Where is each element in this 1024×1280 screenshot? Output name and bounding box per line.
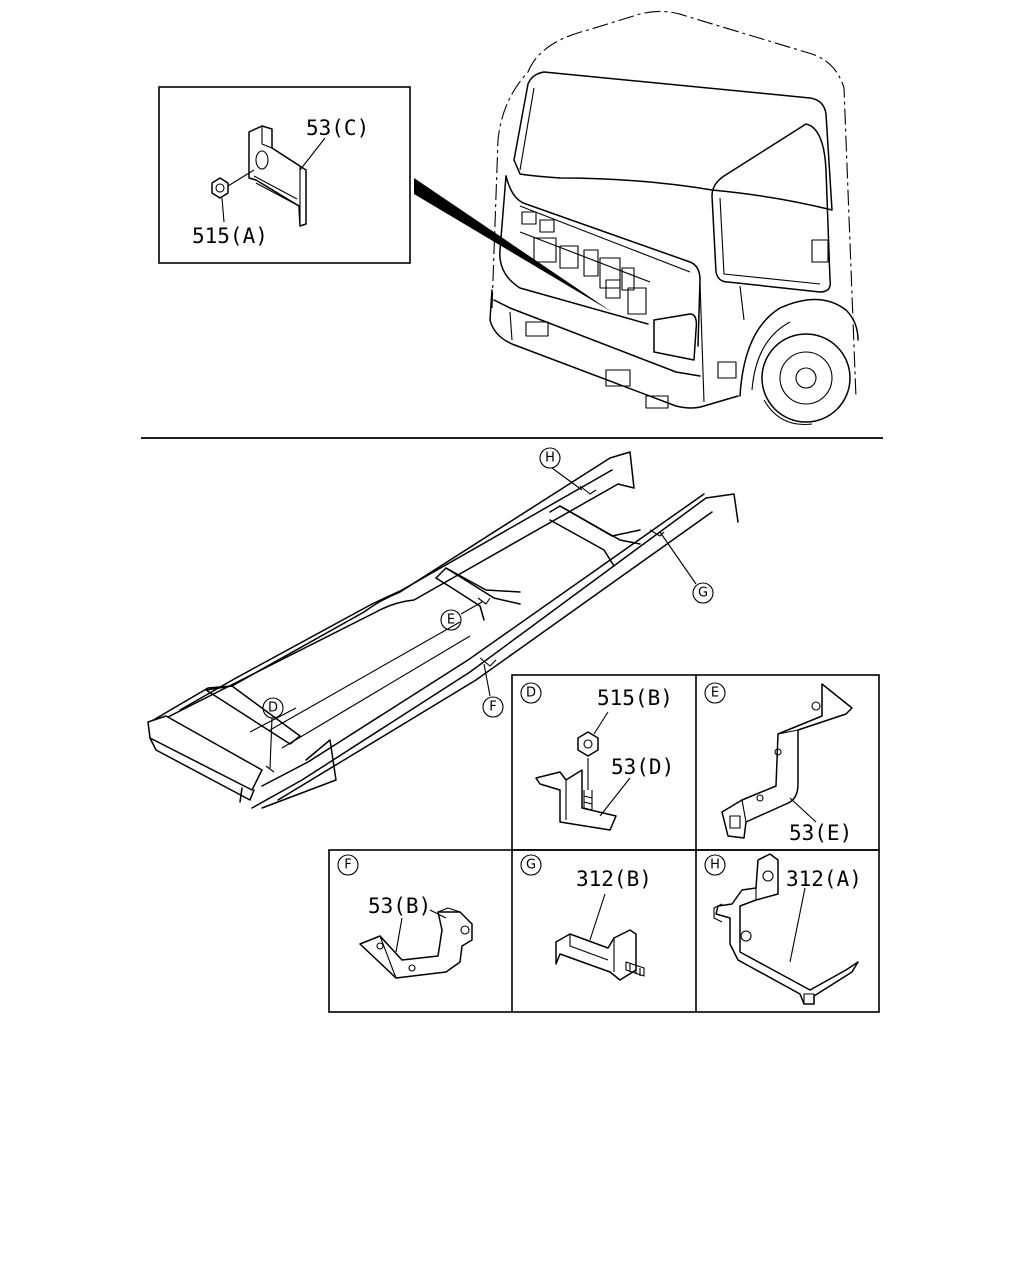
callout-312b: 312(B) (576, 867, 652, 891)
panel-label-g: G (526, 858, 536, 873)
detail-panels-grid (328, 674, 880, 1013)
marker-g: G (698, 586, 708, 601)
marker-h: H (545, 451, 555, 466)
marker-circle-f (482, 696, 504, 718)
callout-53b: 53(B) (368, 894, 431, 918)
chassis-frame-drawing (147, 451, 739, 809)
marker-circle-e (440, 609, 462, 631)
panel-label-f: F (344, 858, 351, 873)
marker-circle-h (539, 447, 561, 469)
nut-515a-drawing (211, 169, 255, 199)
inset-box-cab-bracket: 53(C) 515(A) (158, 86, 411, 264)
callout-515a: 515(A) (192, 224, 268, 248)
panel-label-h: H (710, 858, 720, 873)
truck-cab-drawing (489, 10, 859, 426)
callout-312a: 312(A) (786, 867, 862, 891)
callout-515b: 515(B) (597, 686, 673, 710)
panel-label-d: D (526, 686, 536, 701)
frame-markers: H G E F D (262, 447, 714, 769)
panel-label-e: E (711, 686, 719, 701)
marker-f: F (489, 700, 496, 715)
inset-pointer (414, 178, 612, 312)
callout-53c: 53(C) (306, 116, 369, 140)
bracket-53c-drawing (248, 125, 307, 227)
marker-circle-g (692, 582, 714, 604)
panel-f: F 53(B) (337, 854, 473, 979)
marker-circle-d (262, 697, 284, 719)
panel-e: E 53(E) (704, 682, 853, 845)
panel-h: H 312(A) (704, 853, 862, 1005)
panel-d: D 515(B) 53(D) (520, 682, 674, 831)
grille-detail (519, 211, 651, 315)
callout-53d: 53(D) (611, 755, 674, 779)
marker-d: D (268, 701, 278, 716)
callout-53e: 53(E) (789, 821, 852, 845)
marker-e: E (447, 613, 455, 628)
panel-g: G 312(B) (520, 854, 652, 981)
